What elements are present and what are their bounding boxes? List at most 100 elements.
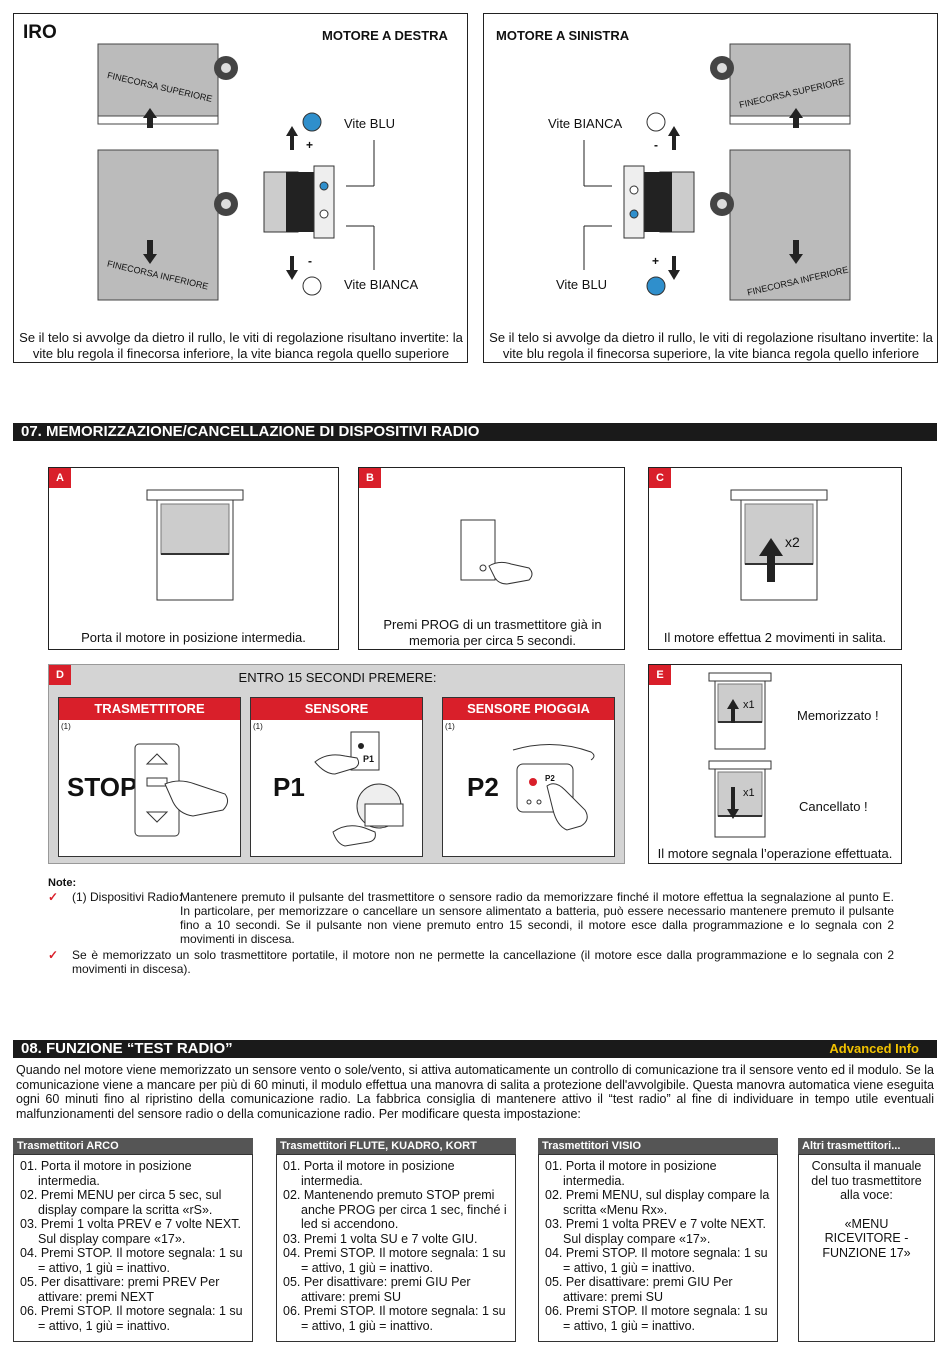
step-caption: Il motore segnala l’operazione effettuat… (657, 846, 893, 861)
remote-press-icon (460, 519, 533, 585)
step-6: 06. Premi STOP. Il motore segnala: 1 su … (545, 1304, 768, 1333)
plus-sign: + (652, 254, 660, 268)
check-icon: ✓ (48, 890, 59, 904)
sensor-button-label: P1 (363, 754, 375, 764)
step-1: 01. Porta il motore in posizione interme… (283, 1159, 455, 1188)
note-1-text: Mantenere premuto il pulsante del trasme… (180, 890, 894, 946)
section-07-notes: Note: ✓ (1) Dispositivi Radio: Mantenere… (48, 876, 894, 976)
step-caption: Il motore effettua 2 movimenti in salita… (663, 630, 887, 645)
section-08-title: 08. FUNZIONE “TEST RADIO” (21, 1040, 233, 1057)
step-4: 04. Premi STOP. Il motore segnala: 1 su … (283, 1246, 506, 1275)
roller-blind-upper (710, 43, 851, 128)
step-d-heading: ENTRO 15 SECONDI PREMERE: (238, 670, 437, 685)
minus-sign: - (654, 138, 658, 152)
panel-note: Se il telo si avvolge da dietro il rullo… (19, 330, 463, 361)
step-badge: B (359, 468, 381, 488)
step-5: 05. Per disattivare: premi GIU Per attiv… (545, 1275, 733, 1304)
step-1: 01. Porta il motore in posizione interme… (545, 1159, 717, 1188)
step-4: 04. Premi STOP. Il motore segnala: 1 su … (545, 1246, 768, 1275)
step-5: 05. Per disattivare: premi PREV Per atti… (20, 1275, 220, 1304)
memorized-label: Memorizzato ! (797, 708, 879, 723)
deleted-label: Cancellato ! (799, 799, 868, 814)
step-2: 02. Premi MENU, sul display compare la s… (545, 1188, 770, 1217)
section-08-intro: Quando nel motore viene memorizzato un s… (16, 1063, 934, 1121)
advanced-info-badge: Advanced Info (829, 1041, 919, 1056)
roller-blind-lower (97, 149, 238, 301)
card-title: TRASMETTITORE (59, 698, 240, 720)
notes-label: Note: (48, 877, 77, 889)
panel-title: MOTORE A SINISTRA (496, 28, 630, 43)
brand-label: IRO (23, 22, 57, 43)
window-blind-up-icon (730, 489, 828, 601)
motor-head-diagram (583, 112, 695, 296)
step-caption: Premi PROG di un trasmettitore già in me… (383, 617, 602, 648)
step-2: 02. Mantenendo premuto STOP premi anche … (283, 1188, 507, 1231)
col-header-other: Altri trasmettitori... (798, 1138, 935, 1154)
card-transmitter: TRASMETTITORE (1) STOP (58, 697, 241, 857)
step-3: 03. Premi 1 volta PREV e 7 volte NEXT. S… (545, 1217, 766, 1246)
card-title: SENSORE (251, 698, 422, 720)
step-6: 06. Premi STOP. Il motore segnala: 1 su … (20, 1304, 243, 1333)
white-screw-label: Vite BIANCA (344, 277, 419, 292)
blue-screw-label: Vite BLU (344, 116, 396, 131)
window-blind-half-icon (146, 489, 244, 601)
col-header-arco: Trasmettitori ARCO (13, 1138, 253, 1154)
step-6: 06. Premi STOP. Il motore segnala: 1 su … (283, 1304, 506, 1333)
col-flute: 01. Porta il motore in posizione interme… (276, 1154, 516, 1342)
step-b-panel: B Premi PROG di un trasmettitore già in … (358, 467, 625, 650)
blind-up-small-icon (708, 672, 772, 750)
step-caption: Porta il motore in posizione intermedia. (81, 630, 306, 645)
step-5: 05. Per disattivare: premi GIU Per attiv… (283, 1275, 471, 1304)
step-2: 02. Premi MENU per circa 5 sec, sul disp… (20, 1188, 222, 1217)
step-badge: E (649, 665, 671, 685)
minus-sign: - (308, 254, 312, 268)
note-2: ✓ Se è memorizzato un solo trasmettitore… (48, 948, 894, 976)
step-badge: D (49, 665, 71, 685)
motor-head-diagram (263, 112, 375, 296)
col-header-visio: Trasmettitori VISIO (538, 1138, 778, 1154)
note-2-text: Se è memorizzato un solo trasmettitore p… (72, 948, 894, 976)
step-3: 03. Premi 1 volta SU e 7 volte GIU. (283, 1231, 478, 1246)
step-1: 01. Porta il motore in posizione interme… (20, 1159, 192, 1188)
section-07-header: 07. MEMORIZZAZIONE/CANCELLAZIONE DI DISP… (13, 423, 937, 441)
col-header-flute: Trasmettitori FLUTE, KUADRO, KORT (276, 1138, 516, 1154)
col-arco: 01. Porta il motore in posizione interme… (13, 1154, 253, 1342)
section-08-header: 08. FUNZIONE “TEST RADIO” Advanced Info (13, 1040, 937, 1058)
step-3: 03. Premi 1 volta PREV e 7 volte NEXT. S… (20, 1217, 241, 1246)
step-badge: A (49, 468, 71, 488)
step-4: 04. Premi STOP. Il motore segnala: 1 su … (20, 1246, 243, 1275)
card-note: (1) (253, 722, 263, 731)
wind-sensor-press-icon (314, 731, 404, 847)
card-note: (1) (445, 722, 455, 731)
col-other: Consulta il manuale del tuo trasmettitor… (798, 1154, 935, 1342)
card-rain-sensor: SENSORE PIOGGIA (1) P2 P2 (442, 697, 615, 857)
panel-note: Se il telo si avvolge da dietro il rullo… (489, 330, 933, 361)
roller-blind-lower (710, 149, 851, 301)
note-1: ✓ (1) Dispositivi Radio: Mantenere premu… (48, 890, 894, 946)
white-screw-label: Vite BIANCA (548, 116, 623, 131)
note-1-lead: (1) Dispositivi Radio: (72, 890, 183, 904)
card-title: SENSORE PIOGGIA (443, 698, 614, 720)
card-sensor: SENSORE (1) P1 P1 (250, 697, 423, 857)
other-text-1: Consulta il manuale del tuo trasmettitor… (811, 1159, 922, 1202)
blue-screw-label: Vite BLU (556, 277, 608, 292)
motor-left-panel: MOTORE A SINISTRA + - Vite BIANCA Vite B… (483, 13, 938, 363)
card-code: P2 (467, 772, 499, 802)
panel-title: MOTORE A DESTRA (322, 28, 448, 43)
sensor-button-label: P2 (545, 774, 555, 783)
motor-right-panel: IRO MOTORE A DESTRA FINECORSA SUPERIORE … (13, 13, 468, 363)
roller-blind-upper (97, 43, 238, 128)
down-count: x1 (743, 787, 755, 799)
step-c-panel: C x2 Il motore effettua 2 movimenti in s… (648, 467, 902, 650)
other-text-2: «MENU RICEVITORE - FUNZIONE 17» (822, 1216, 911, 1260)
stop-button-press-icon (134, 743, 229, 837)
col-visio: 01. Porta il motore in posizione interme… (538, 1154, 778, 1342)
step-e-panel: E x1 Memorizzato ! x1 Cancellato ! Il mo… (648, 664, 902, 864)
plus-sign: + (306, 138, 314, 152)
check-icon: ✓ (48, 948, 59, 962)
up-count: x1 (743, 699, 755, 711)
step-badge: C (649, 468, 671, 488)
rain-sensor-press-icon (512, 743, 595, 831)
movement-count: x2 (785, 534, 800, 550)
blind-down-small-icon (708, 760, 772, 838)
